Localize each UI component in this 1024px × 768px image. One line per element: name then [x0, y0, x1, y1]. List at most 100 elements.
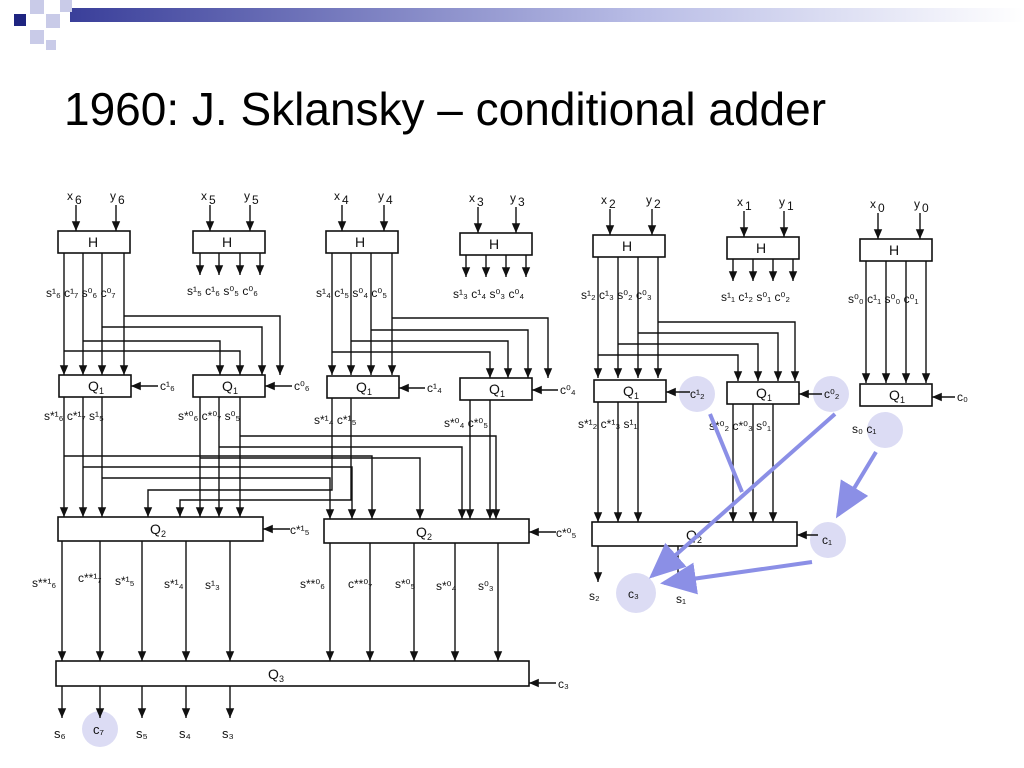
svg-text:1: 1 — [767, 393, 772, 403]
svg-text:c**⁰₇: c**⁰₇ — [348, 577, 372, 591]
svg-text:y: y — [110, 189, 116, 203]
svg-text:c*⁰₅: c*⁰₅ — [556, 526, 576, 540]
svg-text:1: 1 — [634, 391, 639, 401]
svg-text:2: 2 — [609, 197, 616, 211]
svg-text:c¹₂: c¹₂ — [690, 387, 705, 401]
svg-text:s¹₄ c¹₅ s⁰₄ c⁰₅: s¹₄ c¹₅ s⁰₄ c⁰₅ — [316, 286, 387, 300]
svg-text:s¹₃ c¹₄ s⁰₃ c⁰₄: s¹₃ c¹₄ s⁰₃ c⁰₄ — [453, 287, 524, 301]
svg-text:1: 1 — [500, 389, 505, 399]
svg-text:1: 1 — [900, 395, 905, 405]
corner-square — [46, 14, 60, 28]
highlight-c7 — [82, 711, 118, 747]
svg-text:s₀ c₁: s₀ c₁ — [852, 422, 876, 436]
svg-text:Q: Q — [686, 527, 697, 543]
svg-text:c₇: c₇ — [93, 722, 105, 737]
svg-text:x: x — [870, 197, 876, 211]
svg-text:H: H — [622, 238, 632, 254]
svg-text:s*⁰₄ c*⁰₅: s*⁰₄ c*⁰₅ — [444, 416, 488, 430]
svg-text:Q: Q — [889, 387, 900, 403]
svg-text:H: H — [222, 234, 232, 250]
q3-output-wires — [57, 686, 235, 718]
h-output-labels: s¹₆ c¹₇ s⁰₆ c⁰₇ s¹₅ c¹₆ s⁰₅ c⁰₆ s¹₄ c¹₅ … — [46, 284, 919, 306]
svg-text:6: 6 — [75, 193, 82, 207]
final-output-labels: s₆ c₇ s₅ s₄ s₃ — [54, 722, 234, 741]
svg-text:s*⁰₄: s*⁰₄ — [436, 579, 456, 593]
corner-square — [30, 0, 44, 14]
svg-text:x: x — [737, 195, 743, 209]
svg-text:c*¹₅: c*¹₅ — [290, 523, 310, 537]
svg-text:s*¹₆ c*¹₇ s¹₅: s*¹₆ c*¹₇ s¹₅ — [44, 409, 104, 423]
header-bar — [70, 8, 1024, 22]
svg-text:1: 1 — [745, 199, 752, 213]
svg-text:c₃: c₃ — [628, 587, 639, 601]
slide-title: 1960: J. Sklansky – conditional adder — [64, 83, 827, 135]
corner-square — [60, 0, 72, 12]
highlight-c1-q1 — [867, 412, 903, 448]
svg-text:0: 0 — [922, 201, 929, 215]
highlight-c3 — [616, 573, 656, 613]
svg-text:s*⁰₂ c*⁰₃ s⁰₁: s*⁰₂ c*⁰₃ s⁰₁ — [709, 419, 771, 433]
svg-text:x: x — [469, 191, 475, 205]
svg-text:5: 5 — [252, 193, 259, 207]
svg-text:2: 2 — [697, 535, 702, 545]
svg-text:2: 2 — [654, 197, 661, 211]
svg-text:s*¹₄: s*¹₄ — [164, 577, 184, 591]
svg-text:y: y — [378, 189, 384, 203]
svg-text:c₀: c₀ — [957, 390, 968, 404]
svg-text:1: 1 — [367, 387, 372, 397]
svg-text:s*⁰₆ c*⁰₇ s⁰₅: s*⁰₆ c*⁰₇ s⁰₅ — [178, 409, 240, 423]
routing-wires-q3 — [57, 541, 683, 661]
highlight-c2-1 — [679, 376, 715, 412]
q1-output-labels: s*¹₆ c*¹₇ s¹₅ s*⁰₆ c*⁰₇ s⁰₅ s*¹₄ c*¹₅ s*… — [44, 409, 876, 436]
carry-annotation-arrows — [649, 412, 878, 595]
svg-text:Q: Q — [88, 378, 99, 394]
highlight-c2-0 — [813, 376, 849, 412]
svg-text:1: 1 — [233, 386, 238, 396]
svg-text:3: 3 — [279, 674, 284, 684]
svg-text:s₃: s₃ — [222, 726, 234, 741]
svg-text:y: y — [244, 189, 250, 203]
svg-text:Q: Q — [222, 378, 233, 394]
svg-text:6: 6 — [118, 193, 125, 207]
svg-text:s¹₂ c¹₃ s⁰₂ c⁰₃: s¹₂ c¹₃ s⁰₂ c⁰₃ — [581, 288, 652, 302]
svg-text:x: x — [334, 189, 340, 203]
svg-text:4: 4 — [342, 193, 349, 207]
svg-text:s¹₅ c¹₆ s⁰₅ c⁰₆: s¹₅ c¹₆ s⁰₅ c⁰₆ — [187, 284, 258, 298]
svg-text:2: 2 — [161, 529, 166, 539]
svg-text:s*¹₅: s*¹₅ — [115, 574, 135, 588]
svg-text:s₆: s₆ — [54, 726, 66, 741]
svg-text:s**⁰₆: s**⁰₆ — [300, 577, 325, 591]
routing-wires-q2 — [59, 397, 778, 522]
svg-text:s¹₆ c¹₇ s⁰₆ c⁰₇: s¹₆ c¹₇ s⁰₆ c⁰₇ — [46, 286, 116, 300]
svg-text:s₄: s₄ — [179, 726, 191, 741]
svg-text:3: 3 — [518, 195, 525, 209]
svg-text:Q: Q — [416, 524, 427, 540]
corner-square — [30, 30, 44, 44]
svg-text:1: 1 — [99, 386, 104, 396]
svg-text:c₁: c₁ — [822, 533, 832, 547]
svg-text:Q: Q — [756, 385, 767, 401]
svg-text:s₅: s₅ — [136, 726, 148, 741]
svg-text:3: 3 — [477, 195, 484, 209]
svg-text:H: H — [355, 234, 365, 250]
h-output-wires — [59, 253, 931, 383]
highlight-c1 — [810, 522, 846, 558]
svg-text:H: H — [756, 240, 766, 256]
svg-text:x: x — [601, 193, 607, 207]
svg-text:s₂: s₂ — [589, 589, 600, 603]
